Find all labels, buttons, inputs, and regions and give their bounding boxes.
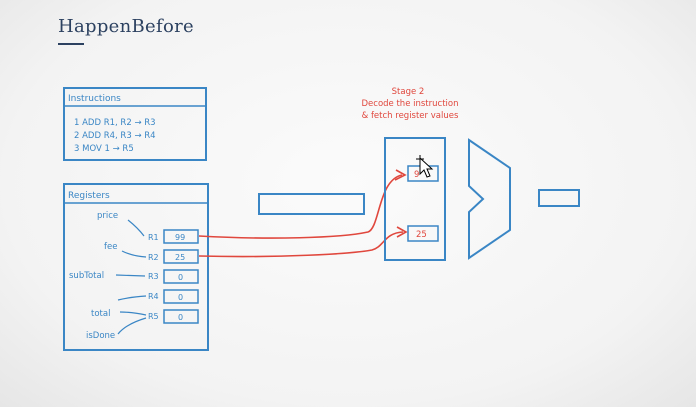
pointer-line <box>117 295 147 301</box>
pointer-line <box>121 250 147 258</box>
register-value: 0 <box>178 293 183 302</box>
registers-heading: Registers <box>68 191 110 201</box>
register-name: R5 <box>148 312 159 321</box>
stage-label: Decode the instruction <box>362 99 459 109</box>
arrowhead <box>394 169 407 181</box>
page-title: HappenBefore <box>58 16 194 37</box>
pointer-line <box>117 317 147 335</box>
stage-label: Stage 2 <box>392 87 425 97</box>
register-cell-r2 <box>163 249 199 264</box>
register-value: 25 <box>175 253 185 262</box>
pointer-line <box>115 274 146 277</box>
stage-label: & fetch register values <box>362 111 459 121</box>
register-value: 0 <box>178 313 183 322</box>
register-cell-r1 <box>163 229 199 244</box>
stage-slot-bottom <box>407 225 439 242</box>
pointer-line <box>119 311 147 316</box>
var-label-fee: fee <box>104 242 117 252</box>
pipeline-register-left <box>258 193 365 215</box>
register-name: R4 <box>148 292 159 301</box>
register-cell-r4 <box>163 289 199 304</box>
title-underline <box>58 43 84 45</box>
var-label-total: total <box>91 309 110 319</box>
register-name: R2 <box>148 253 159 262</box>
register-name: R3 <box>148 272 159 281</box>
instructions-box: Instructions 1 ADD R1, R2 → R3 2 ADD R4,… <box>63 87 207 161</box>
pipeline-register-right <box>538 189 580 207</box>
register-value: 0 <box>178 273 183 282</box>
instruction-line: 2 ADD R4, R3 → R4 <box>74 131 156 141</box>
instruction-line: 3 MOV 1 → R5 <box>74 144 134 154</box>
register-cell-r5 <box>163 309 199 324</box>
pointer-line <box>127 219 145 237</box>
instruction-line: 1 ADD R1, R2 → R3 <box>74 118 156 128</box>
var-label-subtotal: subTotal <box>69 271 104 281</box>
alu-shape <box>468 138 511 260</box>
fetch-arrow-r2 <box>198 231 404 258</box>
stage-2-box: 9 25 <box>384 137 446 261</box>
stage-slot-value: 9 <box>414 170 419 180</box>
register-value: 99 <box>175 233 185 242</box>
register-name: R1 <box>148 233 159 242</box>
mouse-cursor-icon <box>416 155 434 178</box>
register-cell-r3 <box>163 269 199 284</box>
fetch-arrow-r1 <box>198 174 403 239</box>
var-label-price: price <box>97 211 118 221</box>
var-label-isdone: isDone <box>86 331 115 341</box>
arrowhead <box>396 226 408 238</box>
registers-box: Registers price fee subTotal total isDon… <box>63 183 209 351</box>
instructions-heading: Instructions <box>68 94 121 104</box>
stage-slot-value: 25 <box>416 230 427 240</box>
